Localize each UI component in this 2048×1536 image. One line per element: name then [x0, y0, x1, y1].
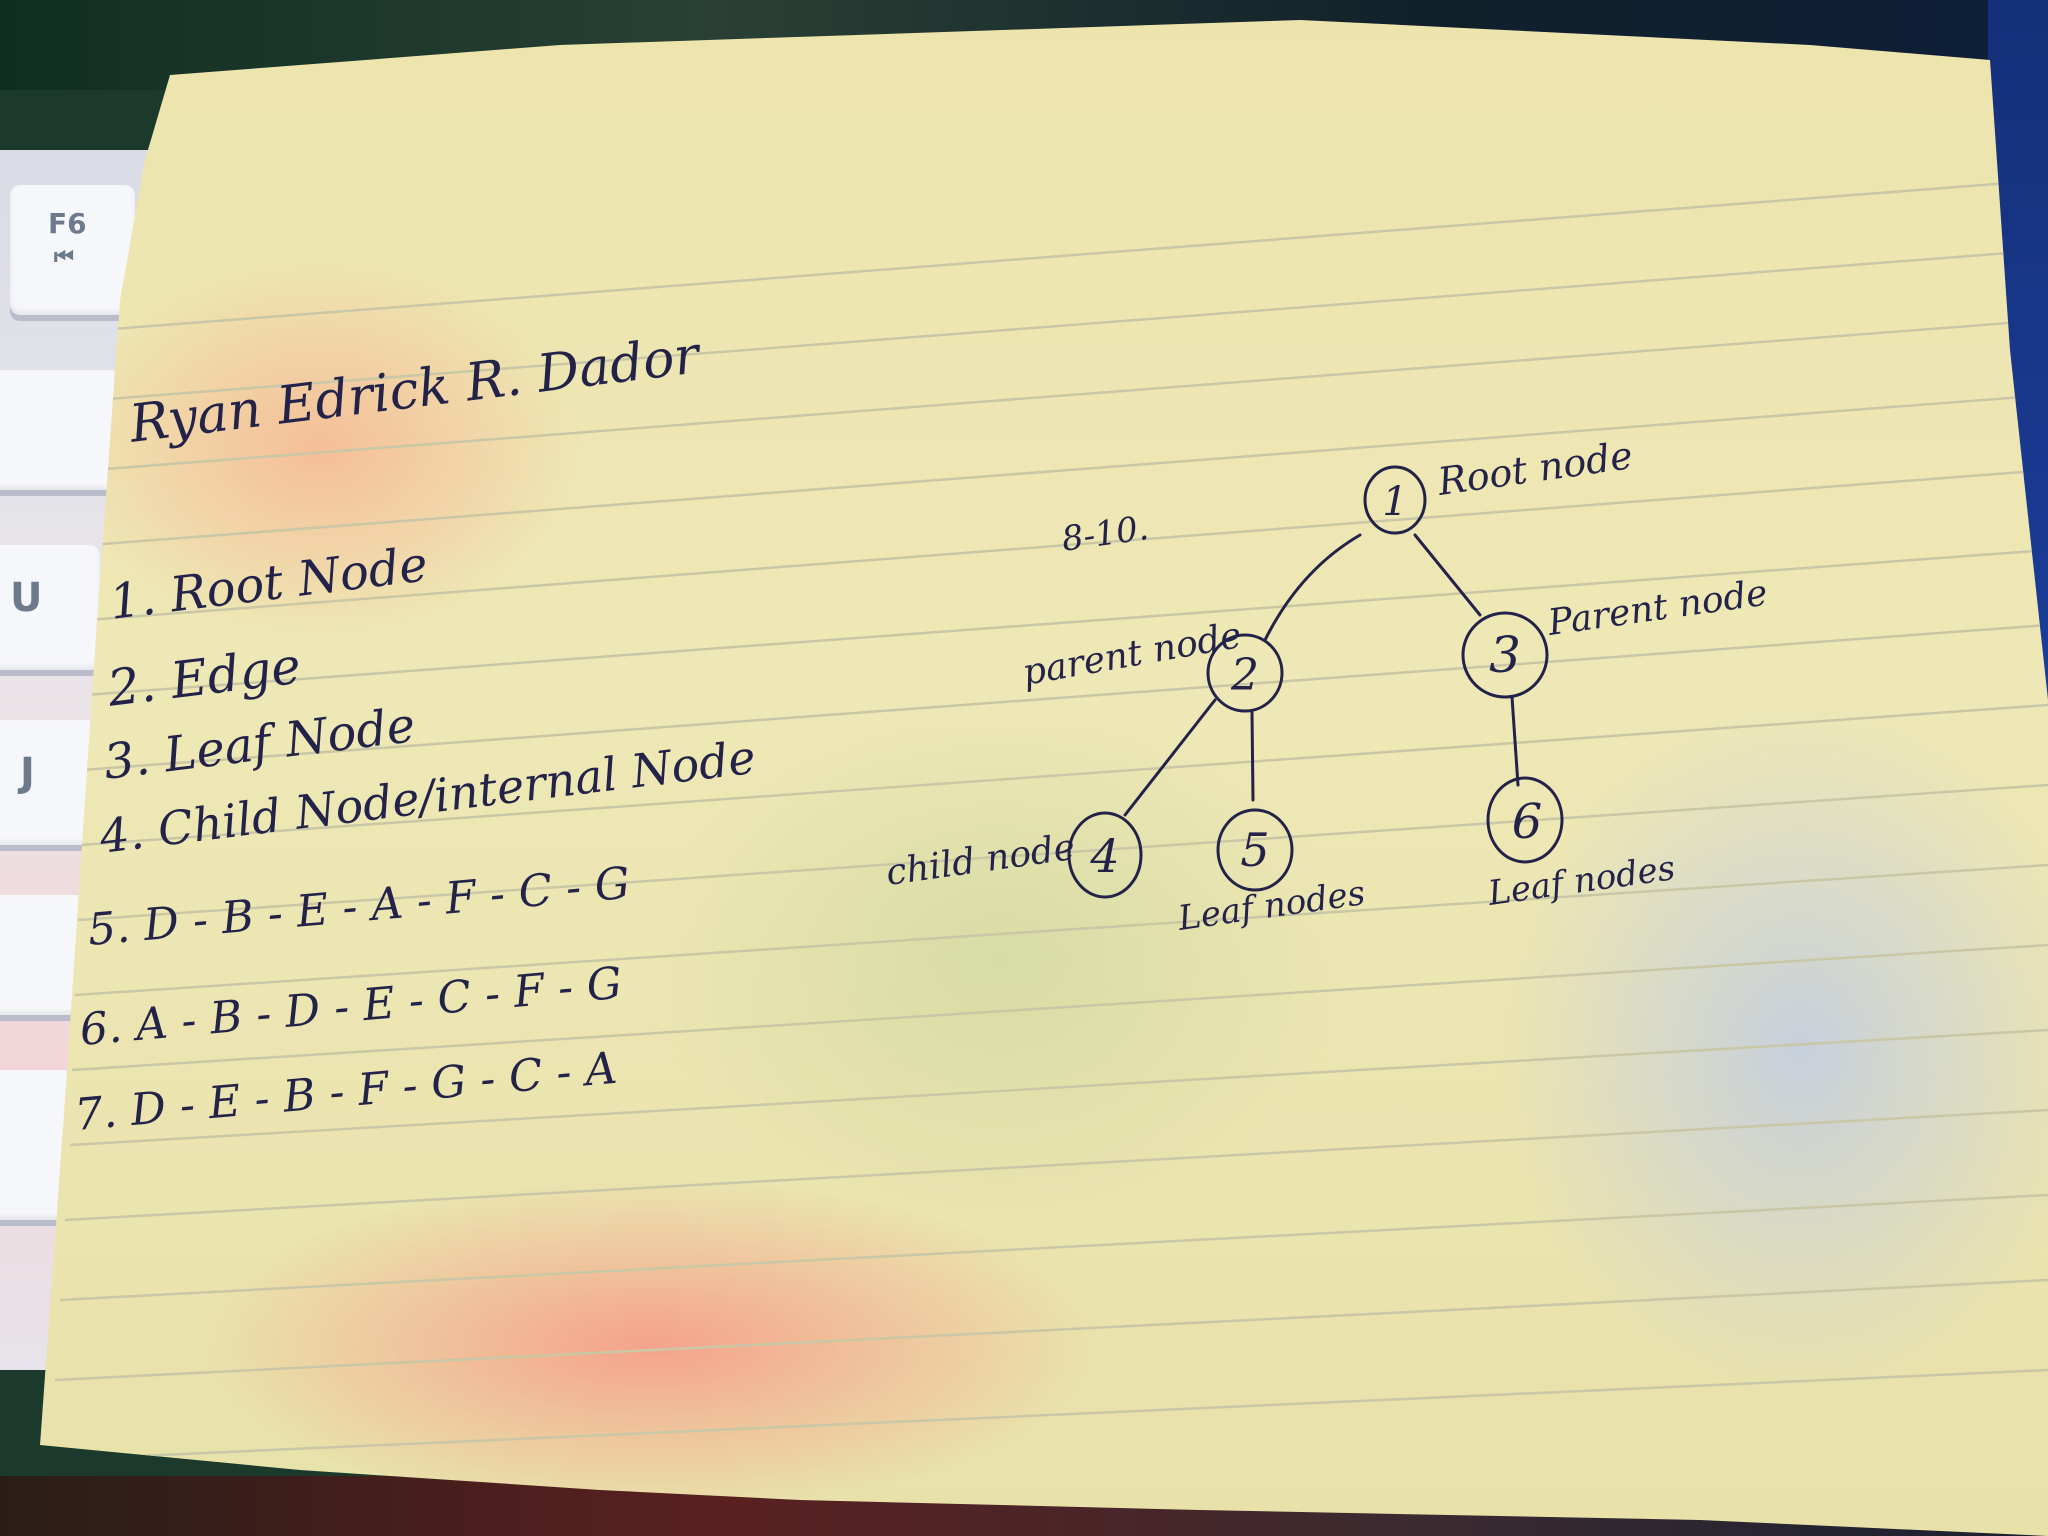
key-label: J: [20, 750, 35, 796]
key-label: U: [10, 575, 43, 621]
node-6-circle: [1486, 776, 1564, 864]
root-node-annotation: Root node: [1434, 433, 1635, 504]
node-3-label: 3: [1489, 626, 1521, 684]
item-number: 4.: [96, 804, 147, 864]
item-number: 5.: [85, 901, 133, 956]
edge-1-2: [1263, 533, 1362, 642]
leaf-nodes-annotation-right: Leaf nodes: [1485, 848, 1678, 914]
tree-annotations: Root node parent node Parent node child …: [884, 433, 1770, 939]
keyboard-key-blank: [0, 370, 120, 490]
tree-edges: [1123, 533, 1520, 817]
parent-node-annotation-right: Parent node: [1545, 573, 1770, 644]
node-3-circle: [1461, 611, 1549, 699]
edge-3-6: [1510, 695, 1520, 787]
node-5-circle: [1216, 808, 1294, 892]
item-number: 3.: [100, 729, 153, 791]
node-4-circle: [1067, 811, 1143, 899]
tree-node-numbers: 1 2 3 4 5 6: [1089, 479, 1542, 883]
keyboard-key-f6: F6 ⏮: [10, 185, 135, 315]
item-number: 6.: [77, 1001, 125, 1056]
node-4-label: 4: [1089, 829, 1119, 883]
key-label: F6: [48, 207, 87, 240]
leaf-nodes-annotation-middle: Leaf nodes: [1175, 873, 1368, 939]
item-number: 1.: [106, 569, 159, 631]
node-6-label: 6: [1512, 794, 1543, 850]
child-node-annotation: child node: [884, 827, 1078, 894]
ruled-lines: [49, 178, 2048, 1462]
node-2-circle: [1206, 633, 1284, 713]
light-reflection: [60, 260, 580, 640]
node-5-label: 5: [1240, 823, 1269, 877]
key-sublabel: ⏮: [54, 245, 74, 270]
light-reflection: [650, 700, 1350, 1220]
parent-node-annotation-left: parent node: [1019, 615, 1244, 694]
node-1-circle: [1363, 465, 1427, 535]
edge-2-4: [1123, 698, 1217, 817]
item-number: 7.: [72, 1086, 120, 1141]
keyboard-key-u: U: [0, 545, 100, 670]
keyboard-key-j: J: [0, 720, 100, 845]
edge-2-5: [1250, 710, 1255, 802]
node-1-label: 1: [1382, 479, 1407, 525]
tree-node-circles: [1067, 465, 1564, 899]
edge-1-3: [1413, 533, 1482, 617]
item-number: 2.: [104, 654, 159, 718]
node-2-label: 2: [1230, 650, 1259, 701]
light-reflection: [200, 1180, 1100, 1510]
